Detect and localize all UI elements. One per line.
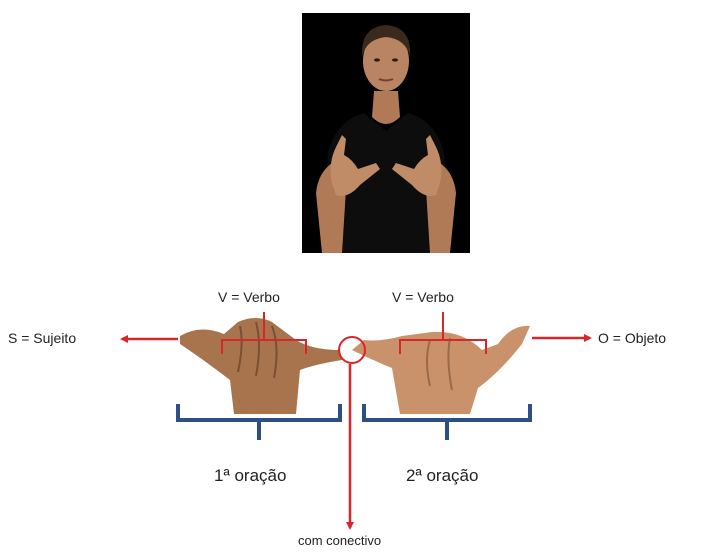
verb-right-label: V = Verbo <box>392 289 454 305</box>
verb-left-label: V = Verbo <box>218 289 280 305</box>
object-label: O = Objeto <box>598 330 666 346</box>
clause-1-label: 1ª oração <box>214 466 286 486</box>
left-hand-sign <box>180 318 342 414</box>
clause-2-label: 2ª oração <box>406 466 478 486</box>
connective-label: com conectivo <box>298 533 381 548</box>
subject-label: S = Sujeito <box>8 330 76 346</box>
